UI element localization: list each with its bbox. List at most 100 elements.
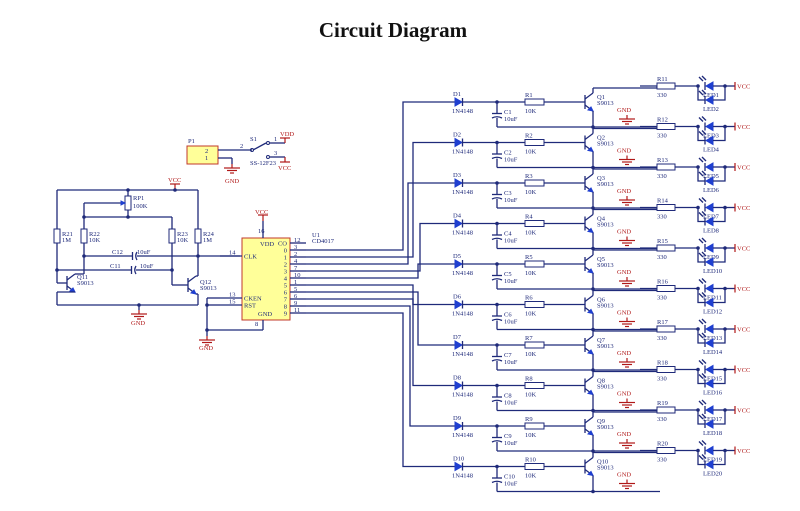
- transistor-q10: [584, 456, 594, 477]
- diode-ref: D7: [453, 334, 462, 341]
- resistor-ref: R23: [177, 231, 188, 238]
- bus-wire: [306, 263, 455, 279]
- wire: [713, 86, 726, 101]
- resistor-value: 10K: [525, 432, 537, 439]
- resistor-ref: R3: [525, 173, 533, 180]
- ic-pin-number: 5: [294, 286, 297, 293]
- ic-pin-name: 8: [284, 304, 287, 311]
- led-triangle: [704, 445, 714, 456]
- diode-d8: [454, 380, 464, 391]
- resistor-value: 330: [657, 92, 667, 99]
- resistor-r18: [656, 366, 676, 373]
- resistor-value: 10K: [177, 237, 189, 244]
- bus-wire: [306, 182, 455, 265]
- ic-pin-name: 1: [284, 255, 287, 262]
- bus-wire: [306, 222, 455, 272]
- gnd-label: GND: [617, 107, 631, 114]
- switch-lever: [252, 142, 267, 151]
- diode-d10: [454, 461, 464, 472]
- junction-dot: [205, 303, 209, 307]
- resistor-value: 330: [657, 335, 667, 342]
- capacitor-ref: C5: [504, 271, 512, 278]
- resistor-r11: [656, 82, 676, 90]
- resistor-ref: R2: [525, 133, 533, 140]
- emitter-arrow: [586, 430, 594, 436]
- led-ref: LED19: [703, 457, 722, 464]
- ic-pin-number: 2: [294, 251, 297, 258]
- bus-wire: [306, 312, 455, 468]
- transistor-q3: [584, 173, 594, 193]
- diode-part: 1N4148: [452, 108, 473, 115]
- cap-plate-curved: [135, 251, 138, 261]
- led-ref: LED15: [703, 376, 722, 383]
- diode-part: 1N4148: [452, 392, 473, 399]
- wire: [697, 207, 705, 223]
- resistor-r9: [524, 422, 545, 430]
- transistor-q5: [584, 254, 594, 274]
- capacitor-ref: C11: [110, 263, 121, 270]
- diode-ref: D3: [453, 172, 461, 179]
- transistor-part: S9013: [597, 222, 614, 229]
- vcc-label: VCC: [737, 448, 750, 455]
- led-triangle: [704, 162, 714, 172]
- diode-part: 1N4148: [452, 351, 473, 358]
- transistor-q11: [66, 273, 76, 293]
- capacitor-ref: C9: [504, 433, 512, 440]
- capacitor-ref: C4: [504, 231, 512, 238]
- bus-wire: [306, 305, 455, 427]
- cap-plate-curved: [491, 399, 503, 403]
- resistor-ref: R1: [525, 92, 533, 99]
- ic-pin-number: 9: [294, 300, 297, 307]
- switch-contact: [266, 155, 270, 159]
- led-ray: [701, 359, 707, 364]
- wire: [697, 329, 705, 344]
- resistor-r1: [524, 98, 545, 106]
- led-ray: [701, 440, 707, 445]
- ic-pin-number: 15: [229, 299, 236, 306]
- gnd-label: GND: [617, 148, 631, 155]
- ground-icon: [199, 336, 215, 346]
- capacitor-value: 10uF: [504, 481, 518, 488]
- capacitor-c12: [131, 251, 138, 261]
- diode-ref: D1: [453, 91, 461, 98]
- led-ray: [698, 131, 704, 136]
- capacitor-value: 10uF: [504, 157, 518, 164]
- emitter-arrow: [586, 389, 594, 396]
- led-ray: [701, 454, 707, 459]
- led-led3: [698, 116, 714, 132]
- led-ray: [698, 374, 704, 379]
- led-triangle: [704, 202, 714, 213]
- led-ref: LED11: [703, 295, 722, 302]
- resistor-ref: R7: [525, 335, 533, 342]
- ground-icon: [619, 358, 635, 368]
- transistor-collector: [187, 275, 197, 283]
- led-led1: [698, 75, 714, 91]
- bus-wire: [306, 291, 455, 346]
- transistor-part: S9013: [597, 303, 614, 310]
- resistor-r4: [524, 220, 545, 227]
- switch-contact: [266, 141, 270, 145]
- led-ref: LED1: [703, 92, 719, 99]
- transistor-q9: [584, 416, 594, 436]
- resistor-r17: [656, 325, 676, 333]
- bus-wire: [306, 141, 455, 258]
- resistor-r21: [53, 228, 61, 244]
- transistor-part: S9013: [597, 384, 614, 391]
- switch-pin-label: 3: [274, 150, 277, 157]
- led-ray: [701, 211, 707, 216]
- junction-dot: [205, 328, 209, 332]
- led-ray: [701, 399, 707, 405]
- led-ray: [698, 441, 704, 446]
- capacitor-c4: [491, 234, 503, 241]
- wire: [713, 369, 726, 385]
- diode-d9: [454, 421, 464, 431]
- resistor-r22: [80, 228, 88, 244]
- vcc-label: VCC: [168, 177, 181, 184]
- diode-triangle: [454, 259, 464, 269]
- output-bus-wires: [306, 101, 455, 468]
- capacitor-c1: [491, 112, 503, 119]
